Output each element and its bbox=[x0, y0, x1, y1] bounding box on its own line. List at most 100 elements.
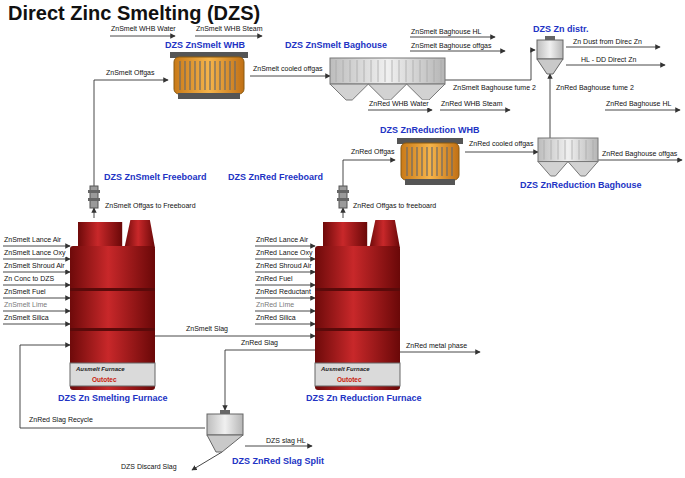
heat-boiler: DZS ZnSmelt WHB bbox=[168, 52, 250, 100]
furnace-brand: Ausmelt Furnace bbox=[321, 366, 370, 373]
stream-label: ZnRed Slag Recycle bbox=[28, 416, 94, 424]
freeboard-shape bbox=[87, 186, 101, 208]
stream-connector bbox=[250, 76, 330, 77]
stream-connector bbox=[465, 152, 538, 153]
stream-label: ZnRed Silica bbox=[255, 314, 297, 322]
stream-label: ZnRed Shroud Air bbox=[255, 262, 313, 270]
stream-connector bbox=[94, 80, 168, 186]
stream-label: DZS slag HL bbox=[265, 437, 307, 445]
stream-label: ZnRed Offgas to freeboard bbox=[352, 202, 437, 210]
stream-label: ZnRed Fuel bbox=[255, 275, 294, 283]
stream-label: ZnRed Slag bbox=[240, 339, 279, 347]
stream-line bbox=[440, 110, 510, 111]
stream-label: ZnRed WHB Steam bbox=[440, 100, 503, 108]
distributor: DZS Zn distr. bbox=[535, 36, 565, 74]
stream-line bbox=[192, 452, 222, 470]
stream-connector bbox=[445, 50, 535, 80]
stream-label: ZnRed cooled offgas bbox=[468, 140, 534, 148]
stream-line bbox=[566, 47, 660, 48]
stream-label: ZnRed Lance Oxy bbox=[255, 249, 313, 257]
unit-name: DZS ZnSmelt WHB bbox=[165, 40, 245, 51]
unit-name: DZS Zn Reduction Furnace bbox=[306, 393, 422, 404]
stream-label: ZnSmelt Lime bbox=[3, 301, 48, 309]
furnace: DZS Zn Reduction FurnaceAusmelt FurnaceO… bbox=[315, 218, 400, 386]
stream-label: ZnSmelt Shroud Air bbox=[3, 262, 66, 270]
stream-label: ZnSmelt Fuel bbox=[3, 288, 47, 296]
vendor-logo: Outotec bbox=[337, 376, 362, 384]
stream-label: ZnRed Baghouse offgas bbox=[601, 150, 678, 158]
stream-label: ZnRed Baghouse fume 2 bbox=[555, 84, 635, 92]
stream-label: ZnSmelt Lance Air bbox=[3, 236, 62, 244]
stream-label: Zn Dust from Direc Zn bbox=[572, 38, 643, 46]
stream-label: ZnSmelt Baghouse HL bbox=[410, 28, 482, 36]
furnace-shape bbox=[70, 218, 155, 386]
heat-boiler: DZS ZnReduction WHB bbox=[395, 138, 465, 186]
heat-boiler-shape bbox=[168, 52, 250, 100]
stream-label: ZnRed metal phase bbox=[405, 342, 468, 350]
stream-connector bbox=[225, 350, 315, 410]
furnace-shape bbox=[315, 218, 400, 386]
stream-line bbox=[245, 446, 312, 447]
stream-line bbox=[3, 298, 70, 299]
stream-label: ZnRed Lime bbox=[255, 301, 295, 309]
stream-line bbox=[410, 51, 505, 52]
baghouse-shape bbox=[330, 58, 445, 100]
stream-line bbox=[255, 285, 315, 286]
stream-label: ZnSmelt Silica bbox=[3, 314, 50, 322]
stream-label: ZnSmelt Offgas to Freeboard bbox=[104, 202, 197, 210]
unit-name: DZS ZnSmelt Baghouse bbox=[285, 40, 387, 51]
unit-name: DZS ZnRed Freeboard bbox=[228, 172, 323, 183]
stream-label: ZnSmelt Slag bbox=[185, 325, 229, 333]
distributor-shape bbox=[535, 36, 565, 74]
stream-label: ZnSmelt cooled offgas bbox=[252, 65, 324, 73]
freeboard: DZS ZnSmelt Freeboard bbox=[87, 186, 101, 208]
stream-line bbox=[255, 246, 315, 247]
stream-connector bbox=[343, 208, 344, 218]
stream-label: ZnSmelt Baghouse offgas bbox=[410, 42, 492, 50]
heat-boiler-shape bbox=[395, 138, 465, 186]
stream-line bbox=[368, 110, 432, 111]
stream-line bbox=[605, 110, 680, 111]
stream-label: Zn Conc to DZS bbox=[3, 275, 55, 283]
splitter-shape bbox=[205, 410, 245, 452]
stream-label: ZnSmelt WHB Water bbox=[110, 25, 177, 33]
unit-name: DZS ZnRed Slag Split bbox=[232, 456, 324, 467]
stream-connector bbox=[155, 336, 315, 337]
baghouse: DZS ZnSmelt Baghouse bbox=[330, 58, 445, 100]
baghouse: DZS ZnReduction Baghouse bbox=[538, 138, 598, 176]
baghouse-shape bbox=[538, 138, 598, 176]
stream-line bbox=[255, 272, 315, 273]
stream-label: ZnRed WHB Water bbox=[368, 100, 430, 108]
stream-label: ZnSmelt Offgas bbox=[105, 69, 156, 77]
stream-label: ZnSmelt Lance Oxy bbox=[3, 249, 66, 257]
unit-name: DZS ZnReduction Baghouse bbox=[520, 180, 642, 191]
unit-name: DZS Zn Smelting Furnace bbox=[58, 393, 168, 404]
stream-line bbox=[410, 37, 495, 38]
stream-line bbox=[255, 259, 315, 260]
stream-connector bbox=[550, 74, 551, 138]
stream-label: DZS Discard Slag bbox=[120, 463, 178, 471]
freeboard-shape bbox=[336, 186, 350, 208]
stream-label: ZnRed Baghouse HL bbox=[605, 100, 672, 108]
vendor-logo: Outotec bbox=[92, 376, 117, 384]
furnace-brand: Ausmelt Furnace bbox=[76, 366, 125, 373]
unit-name: DZS ZnReduction WHB bbox=[380, 125, 480, 136]
stream-connector bbox=[343, 160, 395, 186]
freeboard: DZS ZnRed Freeboard bbox=[336, 186, 350, 208]
stream-line bbox=[566, 65, 665, 66]
stream-line bbox=[3, 246, 70, 247]
stream-line bbox=[3, 285, 70, 286]
stream-line bbox=[400, 352, 480, 353]
furnace: DZS Zn Smelting FurnaceAusmelt FurnaceOu… bbox=[70, 218, 155, 386]
diagram-title: Direct Zinc Smelting (DZS) bbox=[8, 1, 260, 25]
stream-line bbox=[255, 311, 315, 312]
stream-line bbox=[3, 324, 70, 325]
stream-label: ZnRed Lance Air bbox=[255, 236, 309, 244]
stream-line bbox=[3, 311, 70, 312]
stream-line bbox=[255, 298, 315, 299]
stream-line bbox=[195, 36, 262, 37]
stream-line bbox=[3, 259, 70, 260]
stream-connector bbox=[94, 208, 95, 218]
stream-label: ZnSmelt Baghouse fume 2 bbox=[452, 84, 537, 92]
stream-line bbox=[3, 272, 70, 273]
